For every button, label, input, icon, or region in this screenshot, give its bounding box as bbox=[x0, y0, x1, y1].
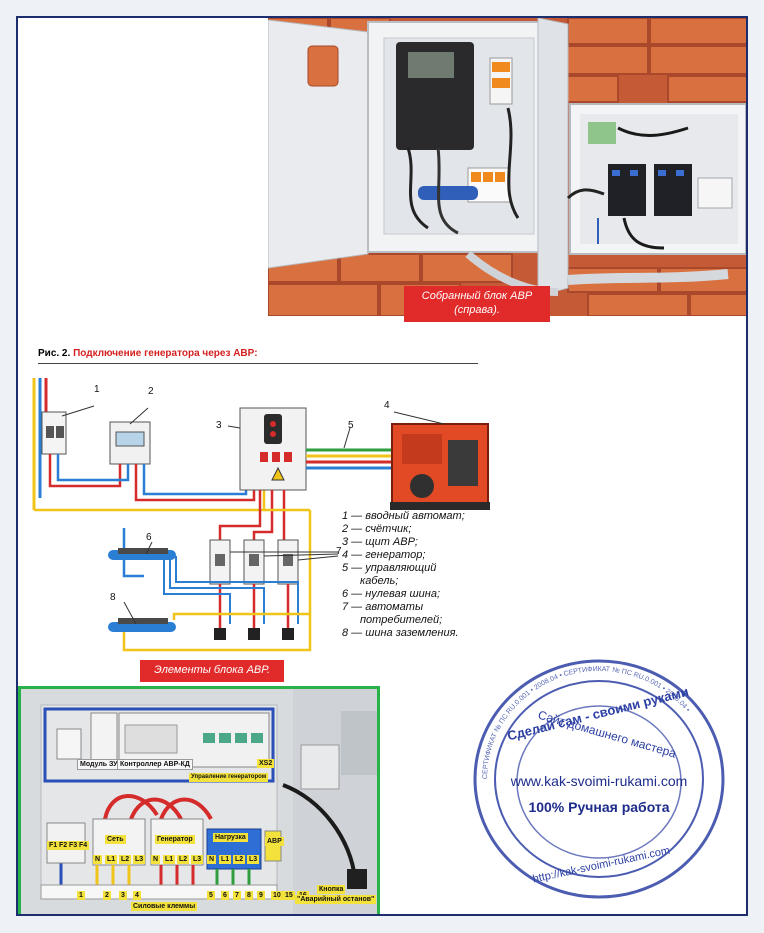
photo-caption: Собранный блок АВР (справа). bbox=[404, 286, 550, 322]
label-button: Кнопка bbox=[317, 885, 346, 894]
net-pin: L1 bbox=[105, 855, 118, 864]
label-avr: АВР bbox=[265, 837, 284, 846]
net-pin: L2 bbox=[119, 855, 132, 864]
load-pin: L1 bbox=[219, 855, 232, 864]
label-load: Нагрузка bbox=[213, 833, 248, 842]
label-net: Сеть bbox=[105, 835, 126, 844]
label-xs2: XS2 bbox=[257, 759, 275, 768]
stamp-url-main: www.kak-svoimi-rukami.com bbox=[510, 773, 688, 789]
legend-item: 4 — генератор; bbox=[342, 549, 426, 561]
gen-pin: L3 bbox=[191, 855, 204, 864]
figure-label: Рис. 2. bbox=[38, 348, 71, 359]
gen-pin: N bbox=[151, 855, 161, 864]
label-gen-control: Управление генератором bbox=[189, 773, 269, 782]
load-pin: L3 bbox=[247, 855, 260, 864]
photo-avr-elements: Модуль ЗУ Контроллер АВР-КД XS2 Управлен… bbox=[18, 686, 380, 914]
diagram-number-2: 2 bbox=[148, 386, 154, 397]
diagram-number-1: 1 bbox=[94, 384, 100, 395]
load-pin: L2 bbox=[233, 855, 246, 864]
terminal-number: 2 bbox=[103, 891, 111, 900]
figure-title: Рис. 2. Подключение генератора через АВР… bbox=[38, 348, 258, 359]
label-controller: Контроллер АВР-КД bbox=[117, 759, 193, 770]
net-pin: N bbox=[93, 855, 103, 864]
stamp-handmade: 100% Ручная работа bbox=[528, 799, 669, 815]
legend-item: 2 — счётчик; bbox=[342, 523, 412, 535]
terminal-number: 9 bbox=[257, 891, 265, 900]
load-pin: N bbox=[207, 855, 217, 864]
page-frame: Собранный блок АВР (справа). Рис. 2. Под… bbox=[16, 16, 748, 916]
terminal-number: 1 bbox=[77, 891, 85, 900]
diagram-number-7: 7 bbox=[336, 546, 342, 557]
elements-illustration bbox=[21, 689, 377, 914]
legend-item: 7 — автоматы bbox=[342, 601, 424, 613]
label-terminals: Силовые клеммы bbox=[131, 902, 198, 911]
label-generator: Генератор bbox=[155, 835, 195, 844]
net-pin: L3 bbox=[133, 855, 146, 864]
legend-item: 8 — шина заземления. bbox=[342, 627, 459, 639]
legend-item: 6 — нулевая шина; bbox=[342, 588, 441, 600]
figure-caption: Подключение генератора через АВР: bbox=[73, 348, 258, 359]
fuse-label: F1 bbox=[47, 841, 60, 850]
wiring-diagram bbox=[32, 378, 490, 652]
terminal-number: 10 bbox=[271, 891, 283, 900]
diagram-number-6: 6 bbox=[146, 532, 152, 543]
legend-item: 1 — вводный автомат; bbox=[342, 510, 465, 522]
legend-item: 5 — управляющий bbox=[342, 562, 437, 574]
figure-title-rule bbox=[38, 363, 478, 364]
terminal-number: 5 bbox=[207, 891, 215, 900]
fuse-label: F2 bbox=[57, 841, 70, 850]
diagram-number-8: 8 bbox=[110, 592, 116, 603]
diagram-number-3: 3 bbox=[216, 420, 222, 431]
diagram-number-5: 5 bbox=[348, 420, 354, 431]
gen-pin: L2 bbox=[177, 855, 190, 864]
label-emergency-stop: "Аварийный останов" bbox=[295, 895, 377, 904]
diagram-number-4: 4 bbox=[384, 400, 390, 411]
gen-pin: L1 bbox=[163, 855, 176, 864]
watermark-stamp: СЕРТИФИКАТ № ПС RU.0.001 • 2008.04 • СЕР… bbox=[473, 659, 725, 899]
fuse-label: F3 bbox=[67, 841, 80, 850]
legend-item: кабель; bbox=[360, 575, 399, 587]
photo-illustration bbox=[268, 18, 746, 316]
legend-item: 3 — щит АВР; bbox=[342, 536, 418, 548]
label-module: Модуль ЗУ bbox=[77, 759, 121, 770]
terminal-number: 3 bbox=[119, 891, 127, 900]
diagram-legend: 1 — вводный автомат; 2 — счётчик; 3 — щи… bbox=[342, 510, 465, 640]
terminal-number: 7 bbox=[233, 891, 241, 900]
terminal-number: 8 bbox=[245, 891, 253, 900]
terminal-number: 15 bbox=[283, 891, 295, 900]
terminal-number: 6 bbox=[221, 891, 229, 900]
elements-caption: Элементы блока АВР. bbox=[140, 660, 284, 682]
terminal-number: 4 bbox=[133, 891, 141, 900]
legend-item: потребителей; bbox=[360, 614, 443, 626]
fuse-label: F4 bbox=[77, 841, 90, 850]
photo-assembled-avr bbox=[268, 18, 746, 316]
